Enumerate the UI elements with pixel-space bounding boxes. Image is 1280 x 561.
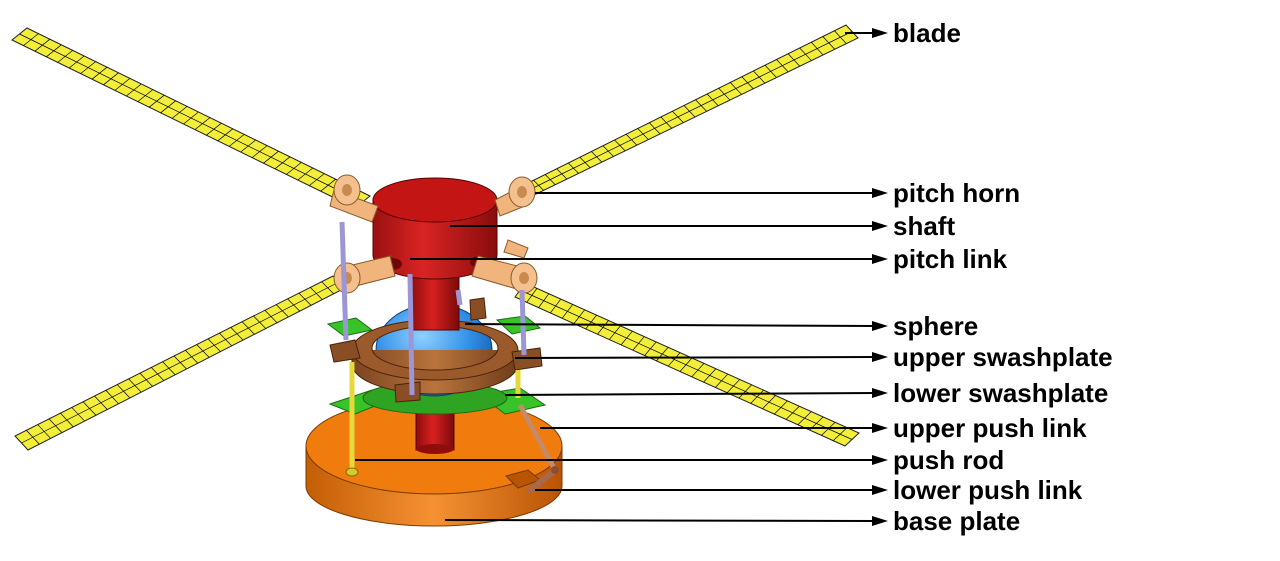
blade-upper-right [521,24,859,197]
arrowhead-lower-push-link [872,485,888,495]
label-sphere: sphere [893,311,978,341]
arrowhead-blade [872,28,888,38]
label-upper-push-link: upper push link [893,413,1087,443]
blade-upper-left [11,27,371,209]
blade-lower-right [514,282,860,447]
lower-push-link [526,466,559,495]
label-pitch-horn: pitch horn [893,178,1020,208]
arrowhead-pitch-horn [872,188,888,198]
arrowhead-base-plate [872,516,888,526]
leader-line-upper-swashplate [514,356,877,359]
pitch-links [339,221,527,396]
arrowhead-upper-push-link [872,423,888,433]
label-pitch-link: pitch link [893,244,1008,274]
pitch-horn-lower-right [471,239,538,294]
arrowhead-sphere [872,321,888,331]
label-push-rod: push rod [893,445,1004,475]
arrowhead-push-rod [872,455,888,465]
blade-lower-left [14,275,346,451]
label-lower-push-link: lower push link [893,475,1083,505]
leader-line-lower-swashplate [504,392,877,396]
arrowhead-shaft [872,221,888,231]
push-rods [345,362,521,477]
arrowhead-pitch-link [872,254,888,264]
label-blade: blade [893,18,961,48]
arrowhead-upper-swashplate [872,352,888,362]
leader-line-base-plate [444,519,877,522]
label-base-plate: base plate [893,506,1020,536]
label-lower-swashplate: lower swashplate [893,378,1108,408]
label-shaft: shaft [893,211,955,241]
leader-line-sphere [464,323,877,327]
label-upper-swashplate: upper swashplate [893,342,1113,372]
upper-swashplate [329,297,543,403]
pitch-horn-upper-left [329,174,379,223]
arrowhead-lower-swashplate [872,388,888,398]
pitch-horn-upper-right [494,176,536,217]
pitch-horn-lower-left [333,255,396,294]
